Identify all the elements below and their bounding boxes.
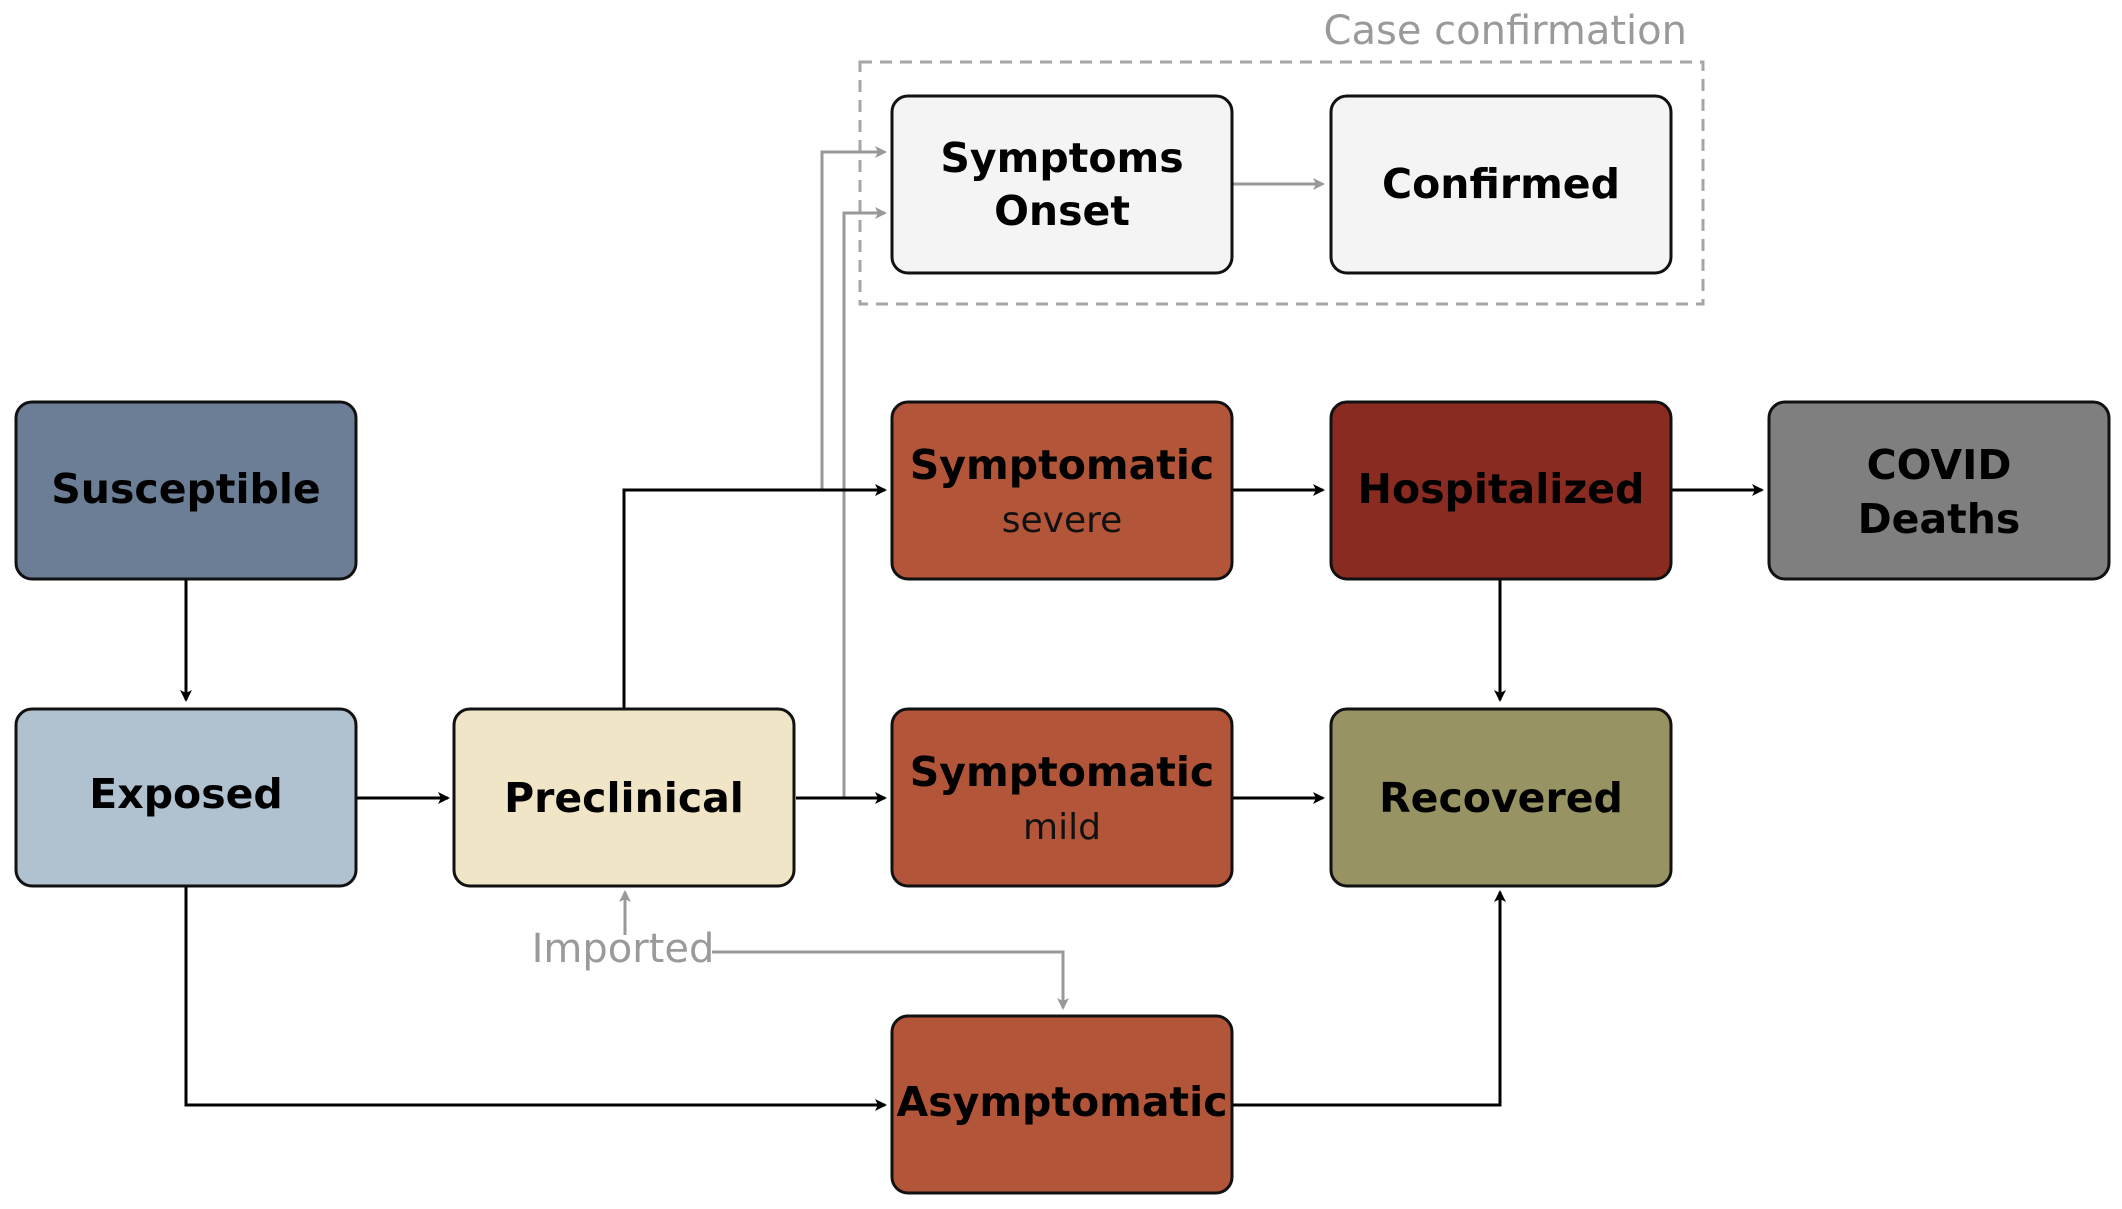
case-confirmation-group: Case confirmation xyxy=(858,8,1705,306)
node-title: Exposed xyxy=(89,770,283,818)
node-box xyxy=(890,707,1234,888)
node-title: Symptomatic xyxy=(910,441,1214,489)
node-symptoms-onset: Symptoms Onset xyxy=(890,94,1234,275)
node-box xyxy=(14,707,358,888)
edge-imported-to-asymptomatic xyxy=(712,950,1069,1010)
node-symptomatic-severe: Symptomatic severe xyxy=(890,400,1234,581)
node-box xyxy=(452,707,796,888)
node-box xyxy=(890,1014,1234,1195)
node-hospitalized: Hospitalized xyxy=(1329,400,1673,581)
node-box xyxy=(1329,94,1673,275)
node-subtitle: mild xyxy=(1023,807,1101,848)
node-exposed: Exposed xyxy=(14,707,358,888)
case-confirmation-box xyxy=(858,60,1705,306)
main-edges xyxy=(180,484,1764,1111)
node-title: Symptomatic xyxy=(910,748,1214,796)
edge-severe-to-onset xyxy=(820,146,887,490)
node-title: Recovered xyxy=(1379,774,1623,822)
node-subtitle: severe xyxy=(1002,500,1123,541)
edge-exposed-to-asymptomatic xyxy=(184,887,887,1111)
node-box xyxy=(1767,400,2111,581)
case-confirmation-label: Case confirmation xyxy=(1324,8,1687,54)
node-box xyxy=(890,94,1234,275)
node-symptomatic-mild: Symptomatic mild xyxy=(890,707,1234,888)
node-title-line2: Onset xyxy=(994,187,1130,235)
node-title: Asymptomatic xyxy=(896,1078,1227,1126)
grey-edges: Imported xyxy=(532,146,1325,1010)
node-box xyxy=(890,400,1234,581)
node-box xyxy=(14,400,358,581)
edge-preclinical-to-severe xyxy=(622,484,887,708)
node-preclinical: Preclinical xyxy=(452,707,796,888)
node-susceptible: Susceptible xyxy=(14,400,358,581)
node-title: Susceptible xyxy=(51,465,320,513)
node-title-line1: Symptoms xyxy=(940,134,1183,182)
node-title-line2: Deaths xyxy=(1858,495,2021,543)
node-box xyxy=(1329,707,1673,888)
node-title: Confirmed xyxy=(1382,160,1620,208)
node-recovered: Recovered xyxy=(1329,707,1673,888)
edge-mild-to-onset xyxy=(842,207,887,798)
node-confirmed: Confirmed xyxy=(1329,94,1673,275)
node-asymptomatic: Asymptomatic xyxy=(890,1014,1234,1195)
node-title-line1: COVID xyxy=(1867,441,2012,489)
imported-label: Imported xyxy=(532,926,715,972)
node-title: Hospitalized xyxy=(1358,465,1645,513)
node-box xyxy=(1329,400,1673,581)
node-title: Preclinical xyxy=(504,774,744,822)
edge-asymptomatic-to-recovered xyxy=(1233,890,1506,1107)
node-covid-deaths: COVID Deaths xyxy=(1767,400,2111,581)
